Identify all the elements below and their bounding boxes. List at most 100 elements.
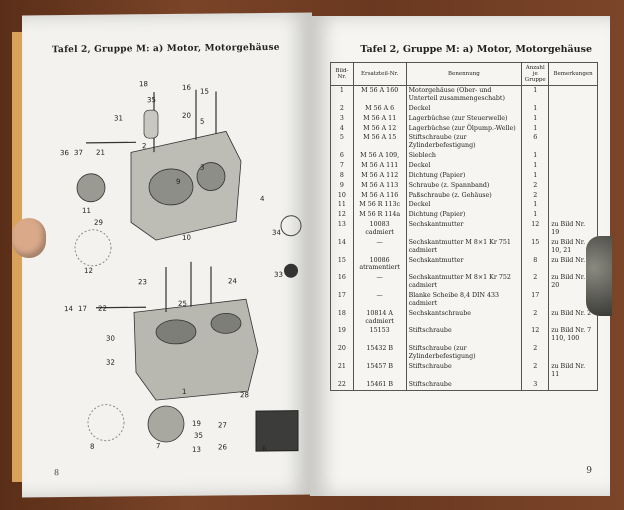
table-cell-qty: 1	[521, 123, 550, 134]
table-cell-name: Sechskantmutter M 8×1 Kr 751 cadmiert	[405, 237, 523, 256]
table-cell-qty: 2	[521, 361, 550, 380]
callout: 3	[200, 163, 205, 172]
left-page: Tafel 2, Gruppe M: a) Motor, Motorgehäus…	[22, 12, 312, 498]
table-cell-name: Dichtung (Papier)	[405, 210, 523, 221]
callout: 26	[218, 443, 227, 452]
table-cell-rem	[548, 85, 598, 104]
table-cell-part: M 56 A 112	[352, 170, 407, 181]
table-cell-rem: zu Bild Nr. 7 110, 100	[548, 326, 598, 345]
table-cell-name: Stiftschraube	[405, 326, 523, 345]
dark-object	[586, 236, 612, 316]
callout: 13	[192, 445, 201, 454]
callout: 33	[274, 270, 283, 279]
callout: 28	[240, 391, 249, 400]
header-ersatzteil-nr: Ersatzteil-Nr.	[352, 61, 407, 87]
table-cell-part: M 56 A 6	[352, 103, 407, 114]
table-cell-name: Sechskantmutter M 8×1 Kr 752 cadmiert	[405, 273, 523, 292]
table-cell-qty: 15	[521, 237, 550, 256]
table-cell-no: 15	[330, 255, 354, 274]
table-cell-part: M 56 R 114a	[352, 210, 407, 221]
table-cell-name: Stiftschraube (zur Zylinderbefestigung)	[405, 344, 523, 362]
callout: 21	[96, 148, 105, 157]
table-cell-name: Deckel	[405, 103, 523, 114]
table-cell-qty: 2	[521, 180, 550, 191]
parts-table-header: Bild-Nr. Ersatzteil-Nr. Benennung Anzahl…	[330, 61, 598, 87]
table-cell-no: 4	[330, 123, 354, 134]
callout: 36	[60, 149, 69, 158]
table-cell-qty: 3	[521, 379, 550, 391]
table-cell-qty: 2	[521, 344, 550, 362]
callout: 6	[262, 444, 267, 454]
right-page-number: 9	[586, 466, 592, 476]
table-cell-part: 10814 A cadmiert	[352, 308, 407, 327]
table-cell-rem	[548, 170, 598, 181]
callout: 11	[82, 206, 91, 215]
callout: 17	[78, 304, 87, 313]
table-cell-part: —	[352, 291, 407, 309]
callout: 1	[182, 387, 187, 396]
table-cell-no: 13	[330, 220, 354, 238]
table-cell-name: Stiftschraube	[405, 361, 523, 380]
table-cell-no: 20	[330, 344, 354, 362]
callout: 32	[106, 358, 115, 367]
table-cell-name: Paßschraube (z. Gehäuse)	[405, 190, 523, 201]
callout: 22	[98, 304, 107, 313]
table-cell-no: 10	[330, 190, 354, 201]
left-page-title: Tafel 2, Gruppe M: a) Motor, Motorgehäus…	[52, 42, 280, 56]
table-cell-no: 22	[330, 379, 354, 391]
table-cell-part: —	[352, 273, 407, 292]
table-cell-part: M 56 A 160	[352, 85, 407, 104]
table-cell-part: M 56 R 113c	[352, 200, 407, 211]
lower-crankcase-drawing	[133, 298, 259, 401]
table-cell-no: 11	[330, 200, 354, 211]
table-cell-no: 7	[330, 161, 354, 171]
parts-table: Bild-Nr. Ersatzteil-Nr. Benennung Anzahl…	[330, 61, 598, 391]
callout: 37	[74, 148, 83, 157]
header-benennung: Benennung	[405, 61, 523, 87]
callout: 25	[178, 299, 187, 308]
callout: 7	[156, 442, 161, 451]
table-cell-qty: 2	[521, 273, 550, 292]
table-cell-part: 10086 atramentiert	[352, 255, 407, 274]
plug-33-drawing	[284, 263, 298, 278]
table-cell-part: M 56 A 116	[352, 190, 407, 201]
table-cell-part: 15461 B	[352, 379, 407, 391]
table-cell-rem	[548, 379, 598, 391]
table-cell-no: 16	[330, 273, 354, 292]
table-cell-rem	[548, 190, 598, 201]
table-cell-no: 12	[330, 210, 354, 221]
callout: 34	[272, 228, 281, 237]
table-cell-part: —	[352, 237, 407, 256]
callout: 35	[194, 431, 203, 440]
table-cell-no: 6	[330, 151, 354, 162]
header-bild-nr: Bild-Nr.	[330, 61, 354, 87]
table-cell-no: 21	[330, 361, 354, 380]
table-cell-rem	[548, 151, 598, 162]
table-cell-rem	[548, 123, 598, 134]
table-cell-name: Schraube (z. Spannband)	[405, 180, 523, 191]
thumb	[12, 218, 46, 258]
bushing-drawing	[143, 109, 159, 139]
table-cell-name: Stiftschraube (zur Zylinderbefestigung)	[405, 133, 523, 152]
table-cell-name: Sechskantschraube	[405, 308, 523, 327]
table-cell-name: Blanke Scheibe 8,4 DIN 433 cadmiert	[405, 291, 523, 309]
callout: 4	[260, 194, 265, 204]
table-cell-qty: 1	[521, 210, 550, 221]
table-cell-no: 8	[330, 170, 354, 181]
header-anzahl: Anzahl je Gruppe	[521, 61, 550, 87]
table-cell-part: 15457 B	[352, 361, 407, 380]
